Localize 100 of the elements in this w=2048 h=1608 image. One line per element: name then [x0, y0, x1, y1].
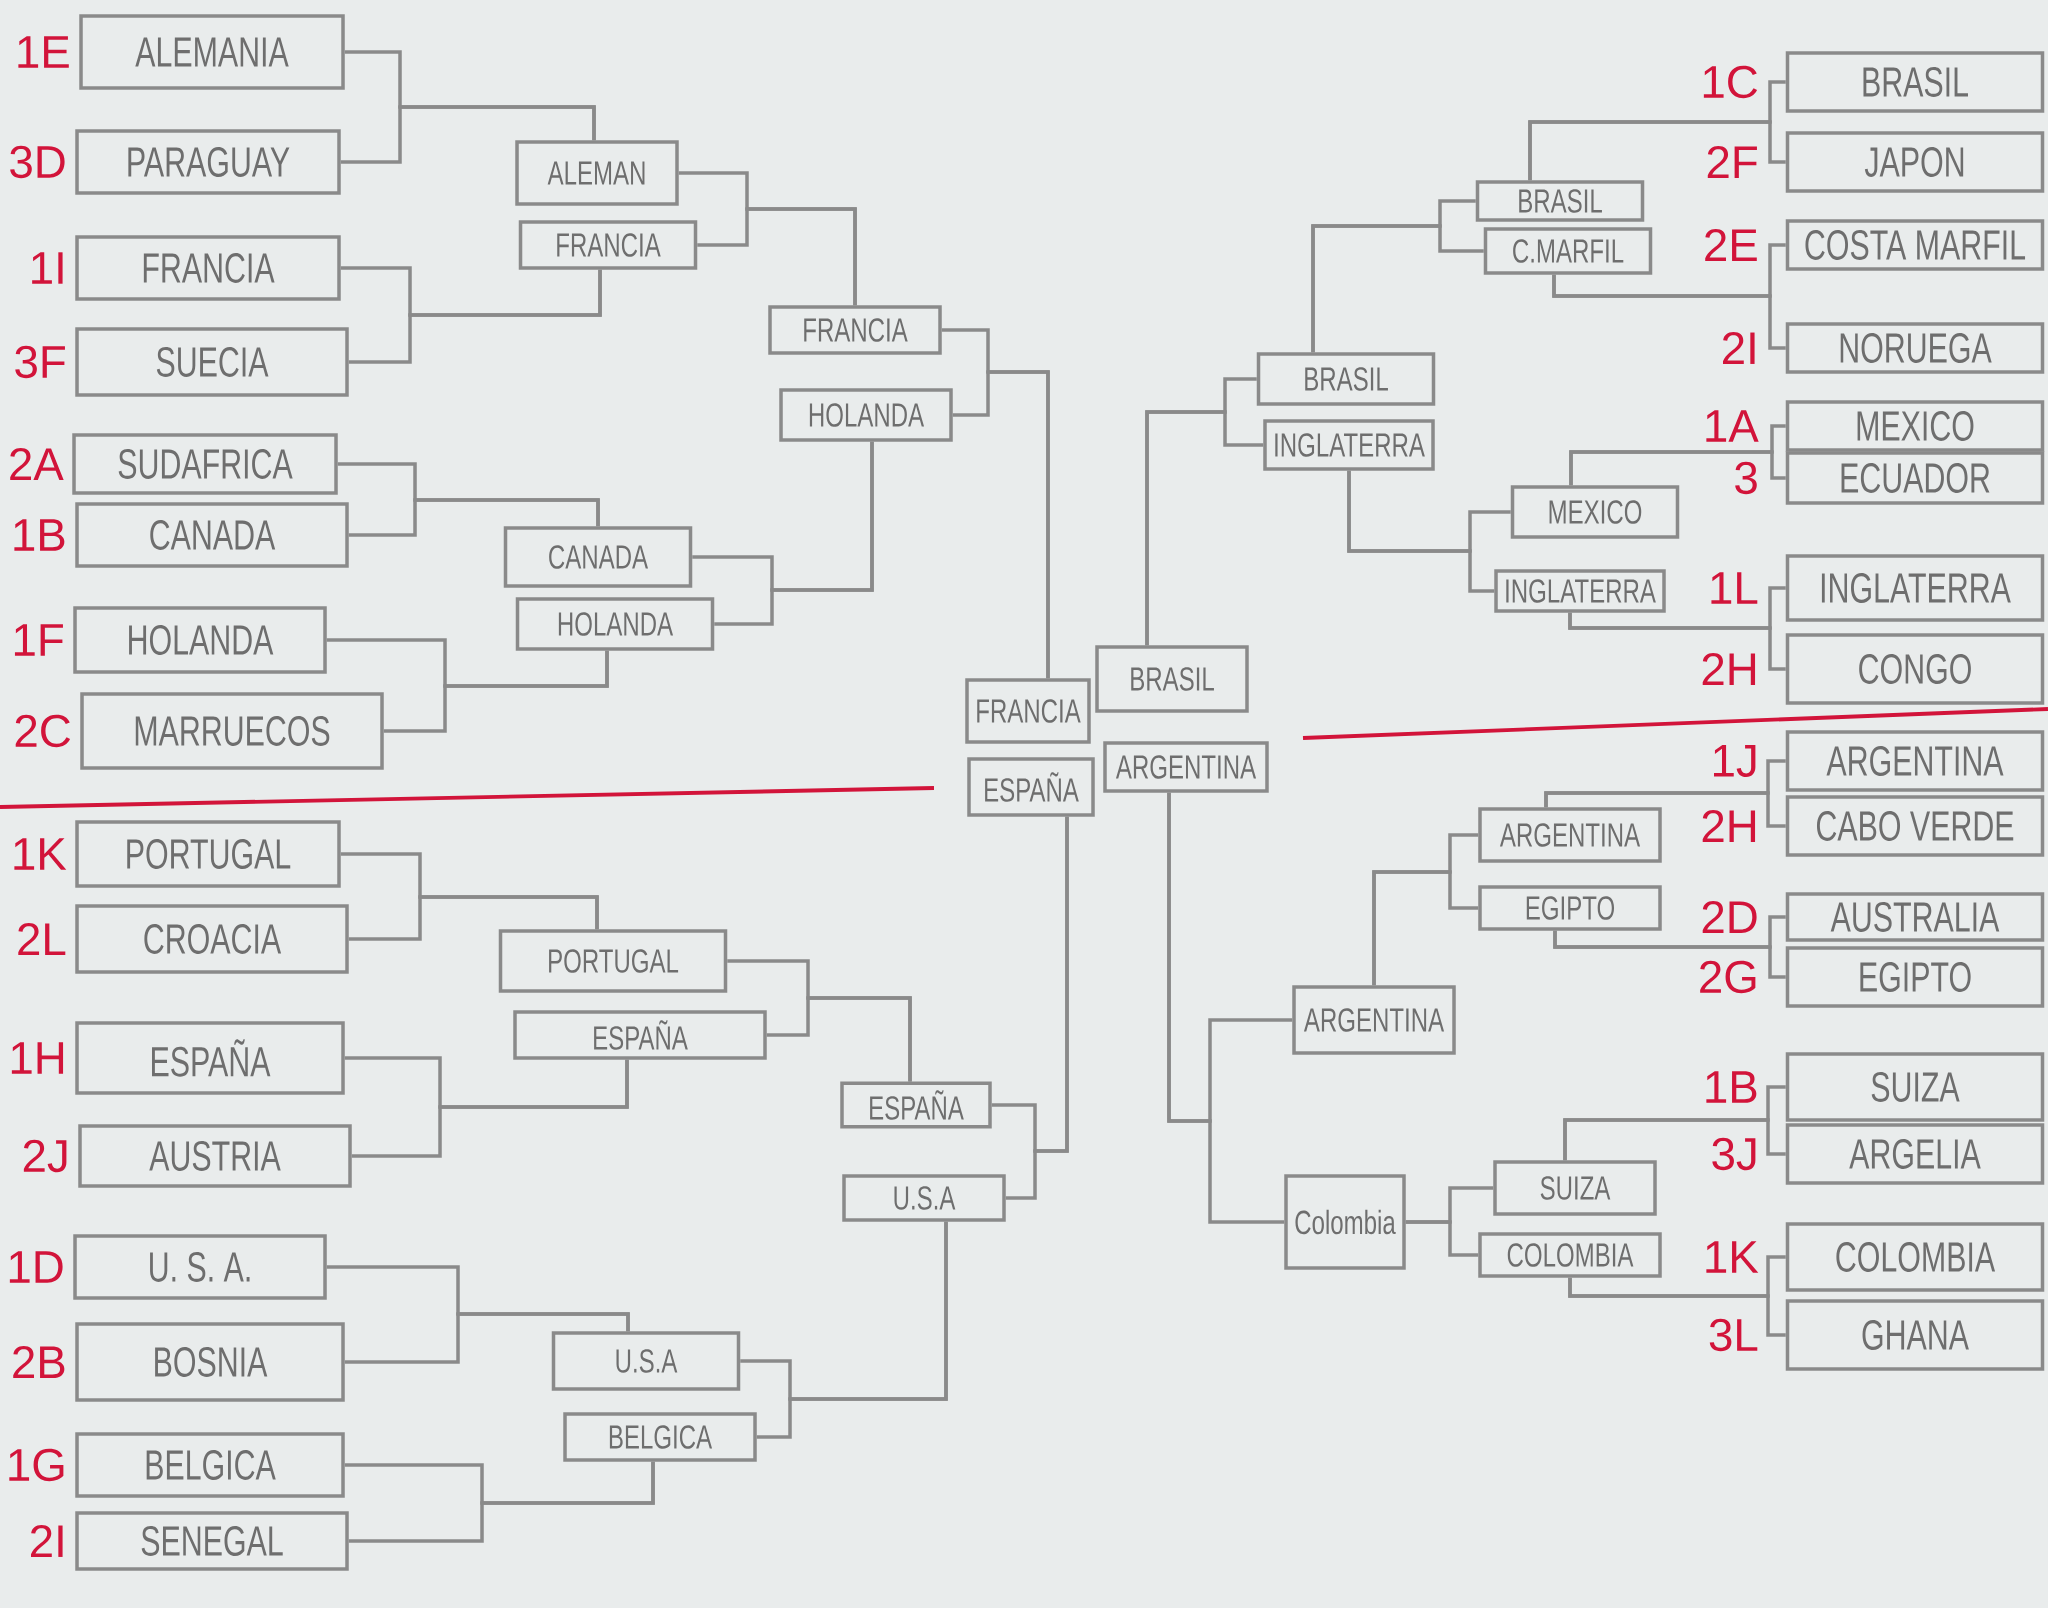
team-box: EGIPTO [1785, 946, 2045, 1008]
team-box: ESPAÑA [840, 1081, 992, 1129]
seed-label: 2H [1702, 810, 1756, 842]
seed-label: 1A [1706, 410, 1759, 442]
team-box: SUECIA [75, 327, 349, 397]
team-box: BELGICA [563, 1412, 757, 1462]
team-box: U.S.A [551, 1331, 741, 1391]
bracket-line [1005, 816, 1069, 1200]
team-box: BRASIL [1785, 51, 2045, 113]
bracket-line [1528, 120, 1786, 181]
team-box: CABO VERDE [1785, 795, 2045, 857]
team-box: ALEMAN [515, 140, 679, 206]
seed-label: 2C [15, 714, 71, 748]
bracket-line [351, 1059, 629, 1158]
team-box: MEXICO [1510, 485, 1680, 539]
seed-label: 2L [18, 923, 66, 955]
bracket-line [1167, 792, 1285, 1224]
team-box: ALEMANIA [79, 14, 345, 90]
bracket-line [340, 105, 596, 164]
team-box: FRANCIA [75, 235, 341, 301]
team-box: JAPON [1785, 131, 2045, 193]
team-box: GHANA [1785, 1299, 2045, 1371]
seed-label: 1B [1706, 1071, 1757, 1103]
seed-label: 2I [1723, 332, 1755, 364]
team-box: CROACIA [75, 904, 349, 974]
team-box: HOLANDA [515, 597, 715, 651]
team-box: MARRUECOS [80, 692, 384, 770]
team-box: SENEGAL [75, 1511, 349, 1571]
bracket-line [348, 1461, 655, 1543]
seed-label: 1H [11, 1042, 64, 1074]
team-box: COLOMBIA [1478, 1232, 1662, 1278]
seed-label: 2E [1705, 229, 1757, 261]
seed-label: 2H [1702, 653, 1756, 685]
team-box: ARGENTINA [1478, 807, 1662, 863]
team-box: ESPAÑA [967, 757, 1095, 817]
bracket-line [348, 895, 599, 941]
seed-label: 3D [10, 145, 65, 179]
seed-label: 2F [1707, 146, 1757, 178]
seed-label: 1L [1711, 572, 1758, 604]
team-box: PORTUGAL [75, 820, 341, 888]
team-box: MEXICO [1785, 400, 2045, 452]
team-box: ARGELIA [1785, 1123, 2045, 1185]
bracket-line [1372, 870, 1479, 986]
team-box: HOLANDA [73, 606, 327, 674]
seed-label: 2D [1702, 901, 1757, 933]
team-box: FRANCIA [518, 220, 698, 270]
bracket-line [714, 441, 874, 626]
team-box: COLOMBIA [1785, 1222, 2045, 1292]
team-box: COSTA MARFIL [1785, 219, 2045, 271]
seed-label: 2B [13, 1346, 65, 1378]
team-box: BRASIL [1475, 180, 1645, 222]
seed-label: 2I [31, 1525, 63, 1557]
team-box: HOLANDA [779, 388, 953, 442]
team-box: CONGO [1785, 633, 2045, 705]
seed-label: 2G [1700, 960, 1756, 994]
team-box: ARGENTINA [1103, 741, 1269, 793]
seed-label: 3L [1709, 1318, 1758, 1352]
team-box: ARGENTINA [1785, 730, 2045, 792]
team-box: ECUADOR [1785, 451, 2045, 505]
bracket-line [348, 269, 602, 364]
seed-label: 1K [14, 838, 67, 870]
bracket-line [1568, 1277, 1786, 1337]
team-box: INGLATERRA [1494, 569, 1666, 613]
seed-label: 1E [18, 36, 69, 68]
bracket-line [1553, 930, 1786, 979]
bracket-line [766, 996, 912, 1082]
team-box: SUIZA [1785, 1052, 2045, 1122]
seed-label: 1G [9, 1448, 64, 1482]
team-box: AUSTRALIA [1785, 892, 2045, 942]
team-box: NORUEGA [1785, 322, 2045, 374]
seed-label: 1J [1714, 745, 1756, 777]
team-box: ESPAÑA [75, 1021, 345, 1095]
team-box: BRASIL [1095, 645, 1249, 713]
bracket-line [1405, 1220, 1479, 1257]
team-box: FRANCIA [965, 678, 1091, 744]
bracket-line [1544, 791, 1786, 828]
team-box: CANADA [75, 502, 349, 568]
bracket-line [952, 370, 1050, 679]
team-box: U. S. A. [73, 1234, 327, 1300]
bracket-line [344, 1312, 630, 1364]
bracket-line [1311, 224, 1484, 353]
bracket-line [1145, 410, 1264, 646]
bracket-line [1569, 450, 1786, 486]
team-box: BRASIL [1256, 352, 1436, 406]
team-box: ARGENTINA [1292, 985, 1456, 1055]
team-box: U.S.A [842, 1174, 1006, 1222]
team-box: AUSTRIA [78, 1124, 352, 1188]
team-box: C.MARFIL [1483, 227, 1653, 275]
team-box: FRANCIA [768, 305, 942, 355]
seed-label: 1D [9, 1251, 63, 1283]
team-box: SUIZA [1493, 1160, 1657, 1216]
team-box: SUDAFRICA [72, 433, 338, 495]
bracket-line [383, 650, 609, 733]
seed-label: 2A [10, 448, 64, 480]
bracket-line [348, 498, 600, 537]
bracket-line [697, 207, 857, 306]
team-box: EGIPTO [1478, 885, 1662, 931]
bracket-line [1568, 612, 1786, 671]
team-box: INGLATERRA [1263, 419, 1435, 471]
bracket-line [756, 1221, 948, 1439]
